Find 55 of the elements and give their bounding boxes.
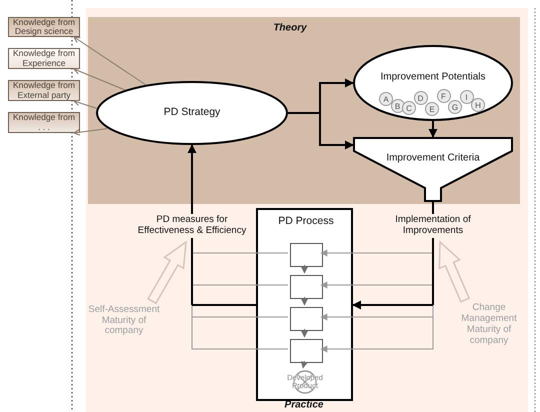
step-box bbox=[290, 339, 323, 363]
flow-label: PD measures for Effectiveness & Efficiency bbox=[134, 214, 250, 238]
process-frame bbox=[256, 208, 353, 401]
connector-line bbox=[192, 284, 288, 286]
potentials-ellipse bbox=[353, 45, 513, 121]
ellipse-title: Improvement Potentials bbox=[380, 72, 486, 82]
connector-line bbox=[432, 202, 434, 214]
funnel-shape: Improvement Criteria bbox=[353, 137, 513, 202]
theory-panel bbox=[88, 17, 520, 204]
knowledge-box: Knowledge from Experience bbox=[8, 48, 80, 69]
arrow bbox=[188, 144, 196, 214]
arrow bbox=[300, 360, 308, 369]
arrow bbox=[320, 250, 434, 256]
connector-line bbox=[432, 285, 434, 305]
arrow bbox=[320, 316, 434, 352]
arrow bbox=[301, 296, 308, 306]
connector-line bbox=[432, 238, 434, 253]
step-box bbox=[290, 307, 323, 331]
knowledge-box: Knowledge from Design science bbox=[8, 17, 80, 37]
arrow bbox=[73, 100, 98, 109]
connector-line bbox=[191, 253, 193, 285]
hollow-arrow bbox=[438, 240, 470, 303]
knowledge-box: Knowledge from External party bbox=[8, 80, 80, 101]
arrow bbox=[320, 282, 434, 288]
arrow bbox=[319, 113, 354, 150]
arrow bbox=[301, 264, 308, 274]
connector-line bbox=[432, 253, 434, 285]
hollow-arrow bbox=[147, 240, 187, 304]
arrow bbox=[352, 300, 433, 310]
connector-line bbox=[432, 304, 434, 318]
step-box bbox=[290, 243, 323, 267]
arrow bbox=[428, 121, 438, 138]
arrow bbox=[301, 328, 308, 338]
step-box bbox=[290, 275, 323, 299]
side-note: Self-Assessment Maturity of company bbox=[87, 304, 161, 338]
knowledge-box: Knowledge from . . . bbox=[8, 112, 80, 133]
arrow bbox=[73, 36, 146, 86]
connector-line bbox=[192, 316, 288, 318]
arrow bbox=[73, 128, 108, 136]
connector-line bbox=[191, 238, 193, 253]
connector-line bbox=[192, 304, 256, 306]
strategy-ellipse: PD Strategy bbox=[96, 81, 288, 145]
panel-title: Theory bbox=[273, 22, 307, 34]
arrow bbox=[73, 68, 126, 90]
arrow bbox=[320, 314, 434, 320]
flow-label: Implementation of Improvements bbox=[389, 214, 477, 238]
connector-line bbox=[192, 252, 288, 254]
connector-line bbox=[191, 285, 193, 305]
arrow bbox=[319, 78, 354, 113]
practice-panel bbox=[86, 8, 528, 412]
frame-title: PD Process bbox=[278, 216, 334, 228]
connector-line bbox=[288, 112, 320, 114]
connector-line bbox=[192, 316, 288, 350]
panel-title: Practice bbox=[284, 400, 324, 410]
side-note: Change Management Maturity of company bbox=[458, 302, 520, 348]
